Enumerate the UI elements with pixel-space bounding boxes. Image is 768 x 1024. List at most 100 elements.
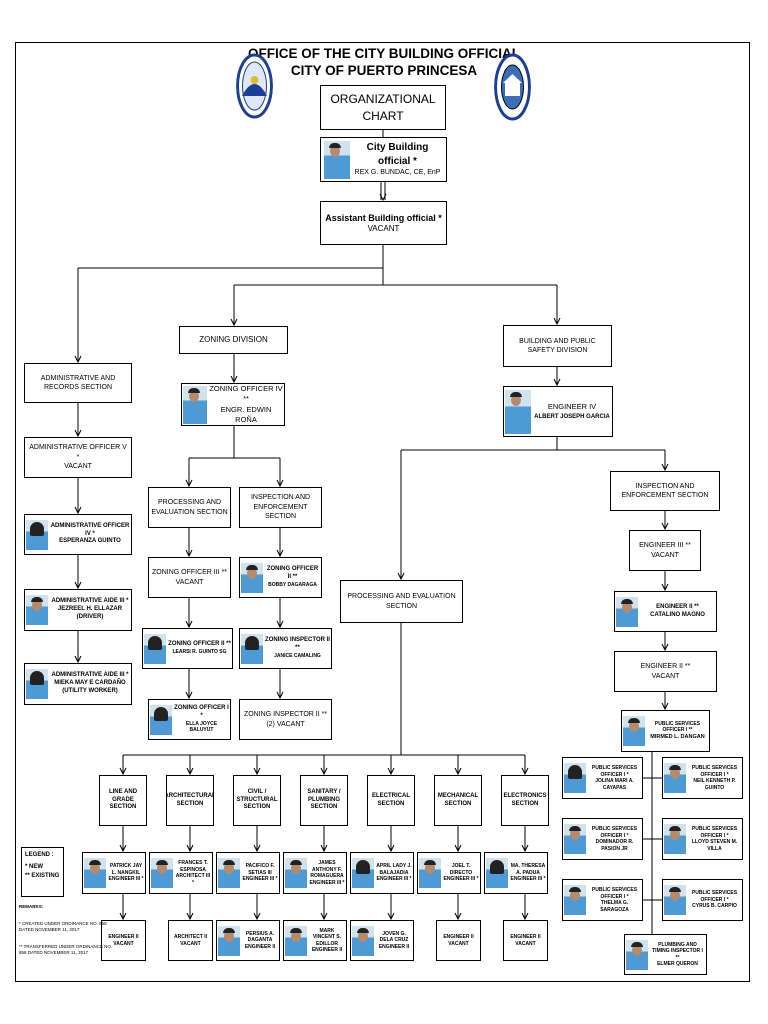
pso-title-3: PUBLIC SERVICES OFFICER I * [591,826,638,839]
section-head-title-4: ENGINEER III * [309,879,345,886]
section-head-photo-4 [285,858,307,888]
zoning-inspection-section-box: INSPECTION AND ENFORCEMENT SECTION [239,487,322,528]
engineer-ii-b-box: ENGINEER II ** VACANT [614,651,717,692]
pso-head-title: PUBLIC SERVICES OFFICER I ** [654,720,701,734]
section-6-arrow-icon [454,767,462,776]
admin-records-section-box: ADMINISTRATIVE AND RECORDS SECTION [24,363,132,403]
bps-1-arrow-icon [553,378,561,387]
section-head-title-7: ENGINEER III * [510,876,546,883]
pso-name-3: DOMINADOR R. PASION JR [595,839,634,852]
plumbing-inspector-box: PLUMBING AND TIMING INSPECTOR I **ELMER … [624,934,707,975]
section-sub-title-5: ENGINEER II [378,943,410,950]
remarks-note-1: * CREATED UNDER ORDINANCE NO. 858 DATED … [19,921,107,933]
engineer-ii-a-title: ENGINEER II ** [656,603,699,610]
section-head-7-arrow-icon [521,844,529,853]
section-head-name-4: JAMES ANTHONY F. ROMAGUERA [310,860,344,879]
engineer-ii-b-title: ENGINEER II ** [640,663,691,671]
to-zoning-arrow-icon [230,318,238,327]
pso-head-photo [623,716,645,746]
engineer-ii-a-name: CATALINO MAGNO [650,611,705,618]
bps-processing-section-box: PROCESSING AND EVALUATION SECTION [340,580,463,623]
legend-box: LEGEND : * NEW ** EXISTING [21,847,64,897]
section-sub-7-arrow-icon [521,912,529,921]
zoning-insp-3-arrow-icon [276,620,284,629]
zoning-officer-iv-title: ZONING OFFICER IV ** [209,384,283,404]
pso-name-6: CYRUS B. CARPIO [692,903,737,910]
zoning-officer-i-title: ZONING OFFICER I * [174,705,229,719]
legend-title: LEGEND : [25,852,54,858]
admin-4-arrow-icon [74,655,82,664]
bps-division-label: BUILDING AND PUBLIC SAFETY DIVISION [519,337,596,354]
section-sub-4-arrow-icon [320,912,328,921]
section-label-2: ARCHITECTURAL SECTION [166,792,214,807]
section-7-arrow-icon [521,767,529,776]
pso-box-3: PUBLIC SERVICES OFFICER I *DOMINADOR R. … [562,818,643,860]
zoning-division-box: ZONING DIVISION [179,326,288,354]
pso-title-4: PUBLIC SERVICES OFFICER I * [691,826,738,839]
zoning-inspector-ii-b-box: ZONING INSPECTOR II ** (2) VACANT [239,699,332,740]
section-2-arrow-icon [186,767,194,776]
plumbing-inspector-photo [626,939,648,970]
engineer-iv-photo [505,389,531,434]
section-sub-1-arrow-icon [119,912,127,921]
zoning-inspector-ii-a-name: JANICE CAMALING [274,653,321,660]
section-sub-name-4: MARK VINCENT S. EDILLOR [312,927,342,947]
section-sub-photo-5 [352,925,374,956]
zoning-processing-section-label: PROCESSING AND EVALUATION SECTION [151,499,228,516]
remarks-note-2: ** TRANSFERRED UNDER ORDINANCE NO. 858 D… [19,944,113,956]
remarks-label: REMARKS: [19,904,44,909]
admin-aide-iii-a-box: ADMINISTRATIVE AIDE III * JEZREEL H. ELL… [24,589,132,631]
to-admin-arrow-icon [74,355,82,364]
engineer-iii-name: VACANT [651,551,679,559]
zoning-proc-3-arrow-icon [185,620,193,629]
admin-aide-iii-b-title: ADMINISTRATIVE AIDE III * [51,672,129,679]
section-head-photo-7 [486,858,508,888]
cbo-photo [324,140,350,179]
admin-3-arrow-icon [74,581,82,590]
section-sub-photo-4 [285,925,307,956]
section-sub-title-1: ENGINEER II [108,934,139,940]
section-box-1: LINE AND GRADE SECTION [99,775,147,826]
zoning-officer-ii-b-box: ZONING OFFICER II ** LEARSI R. GUINTO SG [142,628,233,669]
admin-aide-iii-a-title: ADMINISTRATIVE AIDE III * [51,598,129,605]
zoning-proc-4-arrow-icon [185,691,193,700]
admin-aide-iii-b-note: (UTILITY WORKER) [62,687,118,694]
pso-photo-6 [664,885,686,915]
admin-officer-iv-title: ADMINISTRATIVE OFFICER IV * [50,522,130,537]
zoning-insp-4-arrow-icon [276,691,284,700]
section-box-4: SANITARY / PLUMBING SECTION [300,775,348,826]
pso-head-name: MIRMED L. DANGAN [650,733,705,740]
section-sub-name-2: VACANT [180,940,201,947]
section-head-name-1: PATRICK JAY L. NANGKIL [109,863,143,876]
abo-name: VACANT [367,223,400,233]
engineer-iii-title: ENGINEER III ** [639,542,691,550]
zoning-inspector-ii-b-name: (2) VACANT [266,720,305,728]
pso-title-6: PUBLIC SERVICES OFFICER I * [691,890,738,903]
zoning-officer-iv-name: ENGR. EDWIN ROÑA [220,404,272,424]
section-head-photo-6 [419,858,441,888]
zoning-officer-iii-name: VACANT [175,578,204,586]
admin-1-arrow-icon [74,429,82,438]
section-head-photo-1 [84,858,106,888]
bps-inspection-section-label: INSPECTION AND ENFORCEMENT SECTION [621,482,709,499]
section-head-name-6: JOEL T. DIRECTO [449,863,473,876]
bps-proc-arrow-icon [397,572,405,581]
bps-insp-4-arrow-icon [661,643,669,652]
legend-existing: ** EXISTING [25,872,60,879]
section-box-3: CIVIL / STRUCTURAL SECTION [233,775,281,826]
section-head-photo-3 [218,858,240,888]
section-box-5: ELECTRICAL SECTION [367,775,415,826]
section-label-7: ELECTRONICS SECTION [503,792,547,807]
section-head-photo-5 [352,858,374,888]
cbo-to-abo-arrow-icon [379,193,387,202]
section-head-title-5: ENGINEER III * [376,876,412,883]
admin-officer-v-title: ADMINISTRATIVE OFFICER V * [29,444,127,461]
zoning-processing-section-box: PROCESSING AND EVALUATION SECTION [148,487,231,528]
